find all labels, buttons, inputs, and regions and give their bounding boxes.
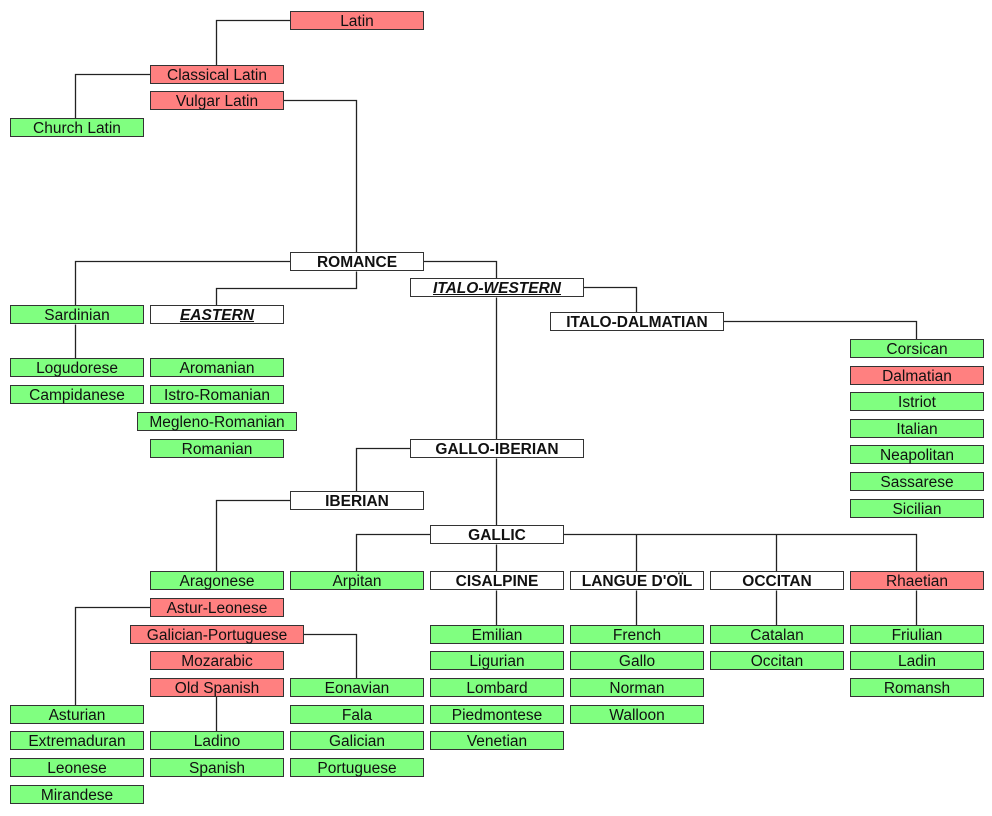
node-istriot: Istriot xyxy=(850,392,984,411)
node-sicilian: Sicilian xyxy=(850,499,984,518)
node-eonavian: Eonavian xyxy=(290,678,424,697)
connector-line xyxy=(722,320,918,340)
node-fala: Fala xyxy=(290,705,424,724)
connector-line xyxy=(302,633,358,679)
node-astur-leonese: Astur-Leonese xyxy=(150,598,284,617)
connector-line xyxy=(582,286,638,313)
node-catalan: Catalan xyxy=(710,625,844,644)
connector-line xyxy=(422,260,498,279)
node-rhaetian: Rhaetian xyxy=(850,571,984,590)
node-norman: Norman xyxy=(570,678,704,697)
connector-line xyxy=(355,447,411,492)
node-italo-western: ITALO-WESTERN xyxy=(410,278,584,297)
node-spanish: Spanish xyxy=(150,758,284,777)
node-friulian: Friulian xyxy=(850,625,984,644)
node-aragonese: Aragonese xyxy=(150,571,284,590)
node-arpitan: Arpitan xyxy=(290,571,424,590)
connector-line xyxy=(215,271,358,306)
node-emilian: Emilian xyxy=(430,625,564,644)
node-galician: Galician xyxy=(290,731,424,750)
connector-line xyxy=(282,99,358,253)
node-galician-portuguese: Galician-Portuguese xyxy=(130,625,304,644)
node-gallo: Gallo xyxy=(570,651,704,670)
node-sardinian: Sardinian xyxy=(10,305,144,324)
node-church-latin: Church Latin xyxy=(10,118,144,137)
node-occitan: Occitan xyxy=(710,651,844,670)
node-romance: ROMANCE xyxy=(290,252,424,271)
node-sassarese: Sassarese xyxy=(850,472,984,491)
node-italo-dalmatian: ITALO-DALMATIAN xyxy=(550,312,724,331)
node-iberian: IBERIAN xyxy=(290,491,424,510)
node-portuguese: Portuguese xyxy=(290,758,424,777)
node-aromanian: Aromanian xyxy=(150,358,284,377)
node-logudorese: Logudorese xyxy=(10,358,144,377)
node-lombard: Lombard xyxy=(430,678,564,697)
node-italian: Italian xyxy=(850,419,984,438)
node-classical-latin: Classical Latin xyxy=(150,65,284,84)
node-asturian: Asturian xyxy=(10,705,144,724)
node-gallic: GALLIC xyxy=(430,525,564,544)
node-ladino: Ladino xyxy=(150,731,284,750)
node-eastern: EASTERN xyxy=(150,305,284,324)
node-occitan-group: OCCITAN xyxy=(710,571,844,590)
connector-line xyxy=(74,606,151,706)
node-extremaduran: Extremaduran xyxy=(10,731,144,750)
node-dalmatian: Dalmatian xyxy=(850,366,984,385)
node-gallo-iberian: GALLO-IBERIAN xyxy=(410,439,584,458)
node-mozarabic: Mozarabic xyxy=(150,651,284,670)
connector-line xyxy=(74,73,151,119)
node-leonese: Leonese xyxy=(10,758,144,777)
node-venetian: Venetian xyxy=(430,731,564,750)
node-latin: Latin xyxy=(290,11,424,30)
node-megleno-romanian: Megleno-Romanian xyxy=(137,412,297,431)
node-walloon: Walloon xyxy=(570,705,704,724)
node-french: French xyxy=(570,625,704,644)
node-mirandese: Mirandese xyxy=(10,785,144,804)
node-old-spanish: Old Spanish xyxy=(150,678,284,697)
node-neapolitan: Neapolitan xyxy=(850,445,984,464)
node-campidanese: Campidanese xyxy=(10,385,144,404)
node-vulgar-latin: Vulgar Latin xyxy=(150,91,284,110)
node-langue-doil: LANGUE D'OÏL xyxy=(570,571,704,590)
node-piedmontese: Piedmontese xyxy=(430,705,564,724)
connector-line xyxy=(215,499,291,572)
node-ligurian: Ligurian xyxy=(430,651,564,670)
connector-line xyxy=(355,533,431,572)
node-romanian: Romanian xyxy=(150,439,284,458)
connector-line xyxy=(74,260,291,306)
connector-line xyxy=(215,19,291,66)
node-romansh: Romansh xyxy=(850,678,984,697)
node-istro-romanian: Istro-Romanian xyxy=(150,385,284,404)
connector-line xyxy=(562,533,918,572)
node-corsican: Corsican xyxy=(850,339,984,358)
node-cisalpine: CISALPINE xyxy=(430,571,564,590)
node-ladin: Ladin xyxy=(850,651,984,670)
